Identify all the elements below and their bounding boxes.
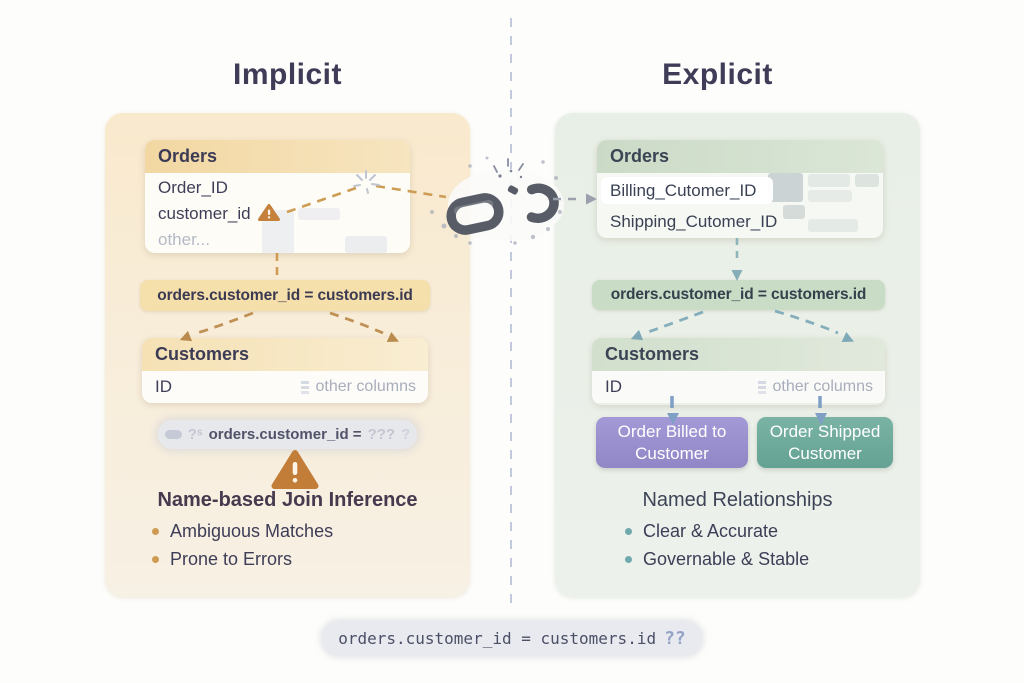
list-item: Governable & Stable [625,545,809,573]
orders-table-header: Orders [597,140,883,173]
table-row-billing: Billing_Cutomer_ID [597,175,883,206]
fuzzy-tail: ? [401,426,411,443]
ghost-question: ?ˢ [187,426,203,443]
orders-table-implicit: Orders Order_ID customer_id other... [145,140,410,253]
list-item: Ambiguous Matches [152,517,333,545]
bullet-dot [152,555,159,563]
relationship-chip-billed: Order Billed to Customer [596,417,748,468]
spark-lines [493,158,524,173]
placeholder-cell [783,205,805,219]
columns-icon [300,380,309,384]
join-formula-explicit: orders.customer_id = customers.id [592,280,885,310]
list-item: Prone to Errors [152,545,333,573]
warning-icon-large [271,450,319,489]
placeholder-cell [768,173,803,202]
bullet-dot [625,555,632,563]
explicit-bullet-list: Clear & Accurate Governable & Stable [625,517,809,573]
cloud-icon [164,430,182,439]
table-row-id: ID other columns [605,377,873,396]
bullet-dot [152,527,159,535]
warning-icon [257,204,280,221]
explicit-caption: Named Relationships [642,489,833,511]
debris-specks [498,169,523,179]
orders-table-body: Billing_Cutomer_ID Shipping_Cutomer_ID [597,173,883,238]
placeholder-cell [808,190,852,202]
customers-table-header: Customers [592,338,885,371]
footer-question-marks: ?? [664,628,686,649]
bullet-dot [625,527,632,535]
placeholder-cell [808,219,858,232]
footer-code-pill: orders.customer_id = customers.id?? [322,621,702,656]
customers-table-explicit: Customers ID other columns [592,338,885,405]
implicit-panel: Orders Order_ID customer_id other... ord… [105,113,470,597]
list-item: Clear & Accurate [625,517,809,545]
implicit-bullet-list: Ambiguous Matches Prone to Errors [152,517,333,573]
explicit-section-title: Explicit [662,58,773,91]
relationship-chip-shipped: Order Shipped Customer [757,417,893,468]
table-row-shipping: Shipping_Cutomer_ID [610,212,778,231]
table-row-customer-id: customer_id [145,201,410,227]
orders-table-explicit: Orders Billing_Cutomer_ID Shipping_Cutom… [597,140,883,238]
orders-table-header: Orders [145,140,410,173]
columns-icon [757,380,766,384]
explicit-panel: Orders Billing_Cutomer_ID Shipping_Cutom… [555,113,920,597]
footer-code: orders.customer_id = customers.id [338,629,657,648]
customers-table-implicit: Customers ID other columns [142,338,428,403]
fuzzy-join-guess: ?ˢ orders.customer_id = ???? [158,420,417,449]
placeholder-cell [345,236,387,253]
placeholder-cell [808,174,850,187]
orders-table-body: Order_ID customer_id other... [145,173,410,253]
table-row-other: other... [158,230,210,249]
placeholder-cell [855,174,879,187]
join-formula-implicit: orders.customer_id = customers.id [140,280,430,311]
table-row-id: ID other columns [155,377,416,396]
table-row-order-id: Order_ID [158,178,228,197]
implicit-section-title: Implicit [232,58,342,91]
customers-table-header: Customers [142,338,428,371]
fuzzy-code: orders.customer_id = [208,426,362,443]
implicit-caption: Name-based Join Inference [157,489,418,511]
fuzzy-unknown: ??? [367,426,396,443]
